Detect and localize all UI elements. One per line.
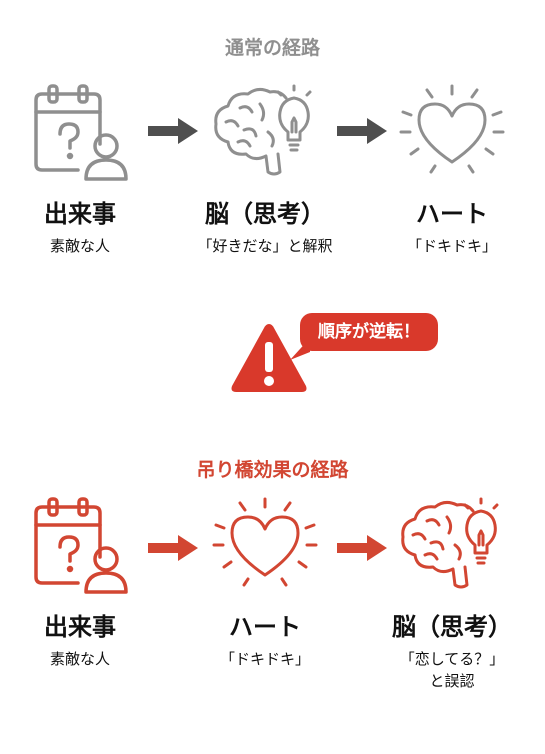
- bridge-step-heart: ハート 「ドキドキ」: [175, 495, 355, 670]
- arrow-right-icon: [337, 118, 387, 144]
- warning-triangle-icon: [231, 324, 307, 392]
- bridge-step-event: 出来事 素敵な人: [0, 495, 170, 670]
- bridge-step-brain-title: 脳（思考）: [392, 613, 512, 641]
- brain-lightbulb-icon: [214, 84, 312, 176]
- glowing-heart-icon: [399, 84, 505, 174]
- arrow-right-icon: [148, 118, 198, 144]
- normal-step-heart-sub: 「ドキドキ」: [406, 237, 497, 255]
- bridge-step-event-sub: 素敵な人: [49, 650, 110, 668]
- normal-step-heart-title: ハート: [416, 200, 488, 228]
- bridge-step-brain-sub-line1: 「恋してる？」: [399, 650, 505, 668]
- calendar-person-icon: [34, 84, 128, 181]
- normal-step-brain: 脳（思考） 「好きだな」と解釈: [175, 82, 355, 257]
- bridge-step-brain-sub-line2: と誤認: [429, 672, 475, 690]
- normal-step-event-title: 出来事: [44, 200, 116, 228]
- normal-path-title: 通常の経路: [224, 37, 320, 59]
- glowing-heart-icon: [212, 497, 318, 587]
- calendar-person-icon: [34, 497, 128, 594]
- bridge-step-event-title: 出来事: [44, 613, 116, 641]
- order-reversed-bubble: 順序が逆転！: [300, 313, 438, 351]
- brain-lightbulb-icon: [401, 497, 499, 589]
- normal-step-event-sub: 素敵な人: [49, 237, 110, 255]
- normal-step-brain-sub: 「好きだな」と解釈: [197, 237, 333, 255]
- normal-step-event: 出来事 素敵な人: [0, 82, 170, 257]
- bridge-path-title: 吊り橋効果の経路: [196, 459, 349, 481]
- normal-step-brain-title: 脳（思考）: [205, 200, 325, 228]
- bridge-step-brain-sub: 「恋してる？」 と誤認: [362, 648, 542, 692]
- arrow-right-icon: [148, 535, 198, 561]
- arrow-right-icon: [337, 535, 387, 561]
- normal-step-heart: ハート 「ドキドキ」: [362, 82, 542, 257]
- bridge-step-heart-sub: 「ドキドキ」: [219, 650, 310, 668]
- bridge-step-brain: 脳（思考） 「恋してる？」 と誤認: [362, 495, 542, 692]
- bridge-step-heart-title: ハート: [229, 613, 301, 641]
